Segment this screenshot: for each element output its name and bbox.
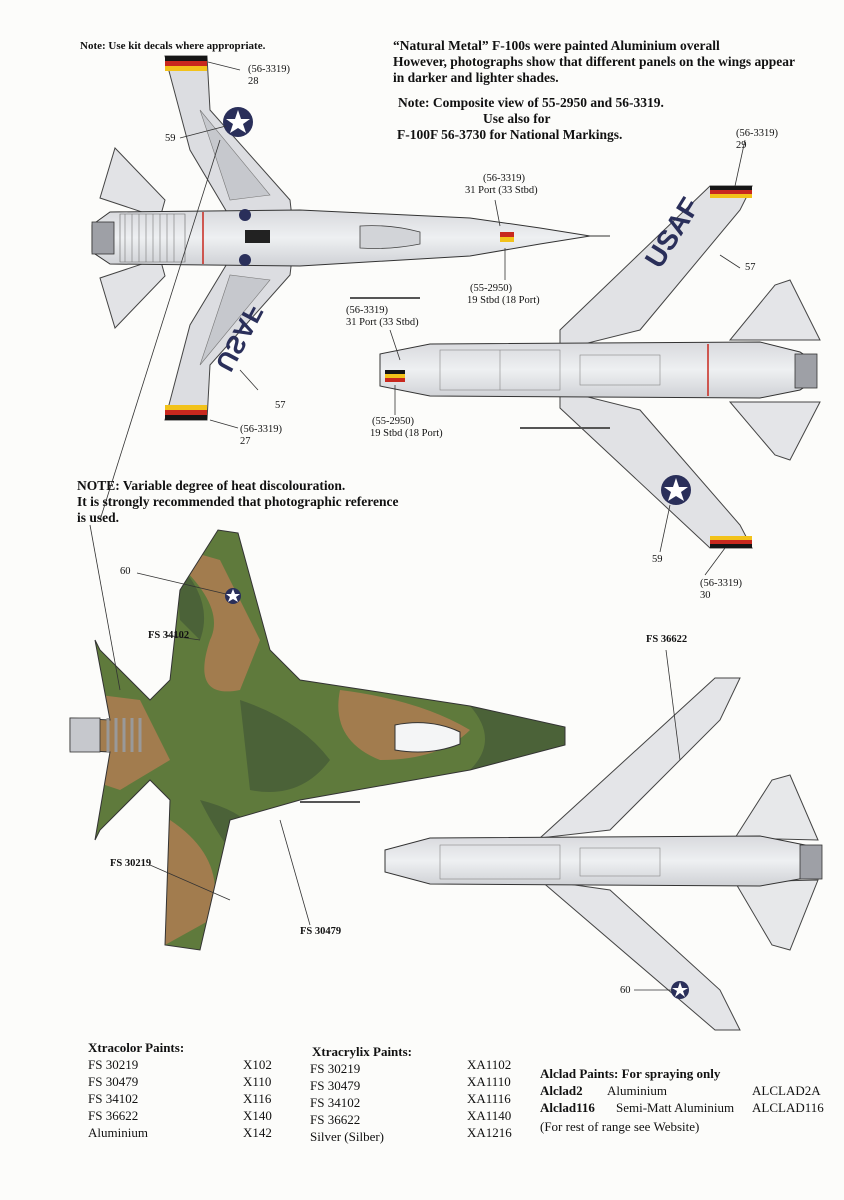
paint-name: FS 30479 [88, 1074, 139, 1089]
kit-decals-note: Note: Use kit decals where appropriate. [80, 40, 266, 52]
paint-code: ALCLAD116 [752, 1100, 824, 1115]
fs-label: FS 34102 [148, 630, 190, 641]
paint-code: X140 [243, 1108, 272, 1123]
callout-number: 27 [240, 436, 251, 447]
callout-number: 60 [620, 985, 631, 996]
heat-note-line-1: NOTE: Variable degree of heat discoloura… [77, 478, 346, 493]
callout-number: 19 Stbd (18 Port) [467, 295, 540, 306]
callout-number: 57 [745, 262, 756, 273]
alclad-footer: (For rest of range see Website) [540, 1119, 700, 1134]
natural-metal-line-3: in darker and lighter shades. [393, 70, 559, 85]
callout-serial: (56-3319) [736, 128, 778, 139]
paint-brand: Alclad2 [540, 1083, 583, 1098]
alclad-title: Alclad Paints: For spraying only [540, 1066, 721, 1081]
aircraft-underside-grey [384, 677, 823, 1031]
natural-metal-line-1: “Natural Metal” F-100s were painted Alum… [393, 38, 720, 53]
paint-code: XA1116 [467, 1091, 511, 1106]
callout-serial: (56-3319) [240, 424, 282, 435]
callout-serial: (55-2950) [470, 283, 512, 294]
callout-number: 31 Port (33 Stbd) [346, 317, 419, 328]
paint-code: X116 [243, 1091, 272, 1106]
callout-number: 59 [652, 554, 663, 565]
paint-name: Aluminium [607, 1083, 667, 1098]
callout-number: 28 [248, 76, 259, 87]
paint-name: FS 30219 [88, 1057, 139, 1072]
callout-number: 57 [275, 400, 286, 411]
paint-code: X110 [243, 1074, 272, 1089]
paint-code: XA1140 [467, 1108, 512, 1123]
xtracrylix-table: Xtracrylix Paints: FS 30219 XA1102 FS 30… [310, 1043, 532, 1146]
heat-note-line-2: It is strongly recommended that photogra… [77, 494, 399, 509]
leader-lines [89, 61, 746, 991]
paint-name: FS 34102 [310, 1095, 361, 1110]
composite-line-1: Note: Composite view of 55-2950 and 56-3… [398, 95, 664, 110]
paint-name: FS 34102 [88, 1091, 139, 1106]
callout-number: 30 [700, 590, 711, 601]
fs-label: FS 36622 [646, 634, 688, 645]
aircraft-right-underside: USAF [379, 185, 821, 549]
xtracolor-table: Xtracolor Paints: FS 30219 X102 FS 30479… [88, 1039, 288, 1142]
alclad-table: Alclad Paints: For spraying only Alclad2… [540, 1065, 840, 1135]
aircraft-camouflage [69, 529, 566, 951]
callout-serial: (55-2950) [372, 416, 414, 427]
heat-note-line-3: is used. [77, 510, 120, 525]
callout-number: 31 Port (33 Stbd) [465, 185, 538, 196]
paint-name: FS 30479 [310, 1078, 361, 1093]
callout-serial: (56-3319) [483, 173, 525, 184]
paint-name: FS 36622 [310, 1112, 361, 1127]
fs-label: FS 30479 [300, 926, 342, 937]
paint-brand: Alclad116 [540, 1100, 595, 1115]
callout-serial: (56-3319) [700, 578, 742, 589]
natural-metal-line-2: However, photographs show that different… [393, 54, 796, 69]
fs-label: FS 30219 [110, 858, 152, 869]
paint-name: FS 30219 [310, 1061, 361, 1076]
paint-code: ALCLAD2A [752, 1083, 821, 1098]
composite-line-2: Use also for [483, 111, 551, 126]
callout-number: 29 [736, 140, 747, 151]
paint-code: XA1102 [467, 1057, 512, 1072]
callout-serial: (56-3319) [346, 305, 388, 316]
callout-number: 19 Stbd (18 Port) [370, 428, 443, 439]
callout-number: 59 [165, 133, 176, 144]
composite-line-3: F-100F 56-3730 for National Markings. [397, 127, 623, 142]
paint-code: X102 [243, 1057, 272, 1072]
xtracolor-title: Xtracolor Paints: [88, 1040, 185, 1055]
paint-name: Silver (Silber) [310, 1129, 385, 1144]
paint-name: FS 36622 [88, 1108, 139, 1123]
callout-number: 60 [120, 566, 131, 577]
paint-name: Aluminium [88, 1125, 148, 1140]
xtracrylix-title: Xtracrylix Paints: [312, 1044, 413, 1059]
paint-code: X142 [243, 1125, 272, 1140]
callout-serial: (56-3319) [248, 64, 290, 75]
paint-name: Semi-Matt Aluminium [616, 1100, 735, 1115]
paint-code: XA1110 [467, 1074, 511, 1089]
paint-code: XA1216 [467, 1125, 512, 1140]
